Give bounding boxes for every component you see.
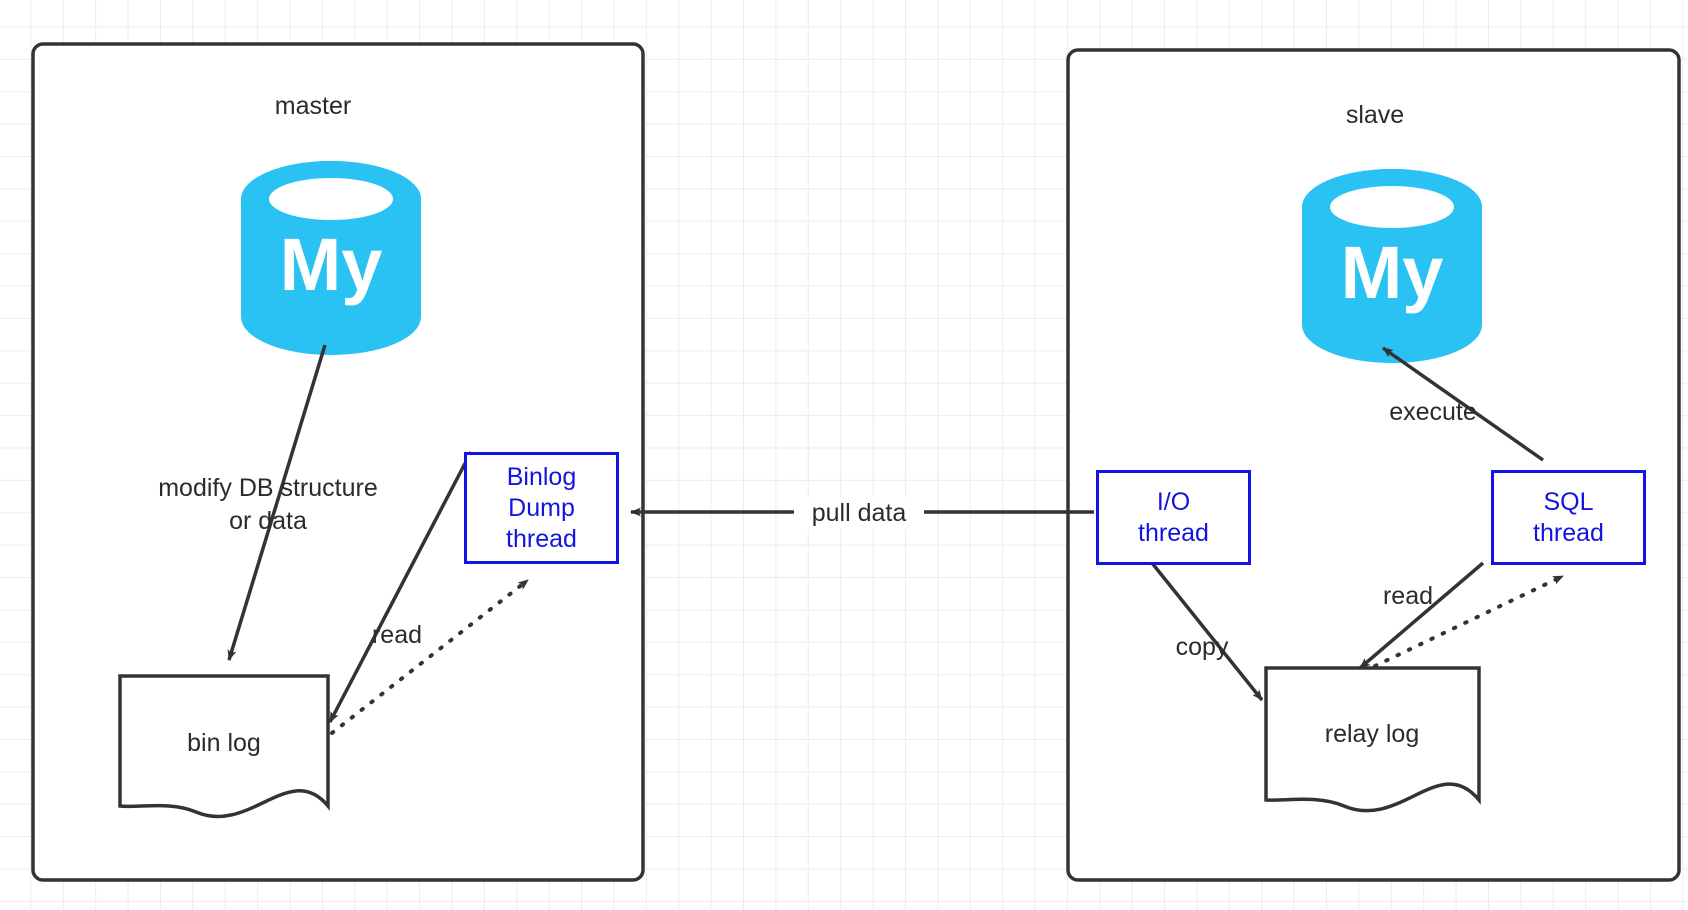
edge-label-modify-line1: modify DB structure	[158, 474, 378, 502]
io-thread-line2: thread	[1138, 518, 1209, 547]
io-thread-line1: I/O	[1156, 487, 1191, 516]
binlog-dump-thread-line3: thread	[506, 524, 577, 553]
sql-thread-line1: SQL	[1543, 487, 1594, 516]
svg-text:My: My	[280, 223, 383, 306]
edge-modify-db	[227, 344, 327, 661]
binlog-dump-thread-line2: Dump	[508, 493, 575, 522]
edge-label-read-master: read	[371, 621, 423, 649]
panel-master-title: master	[274, 92, 352, 120]
edge-label-execute: execute	[1389, 398, 1477, 426]
edge-slave-read	[1358, 561, 1485, 670]
edge-copy	[1150, 561, 1264, 702]
edge-label-modify-line2: or data	[229, 507, 307, 535]
sql-thread-line2: thread	[1533, 518, 1604, 547]
svg-text:My: My	[1341, 231, 1444, 314]
edge-master-read	[328, 451, 473, 723]
panel-master	[31, 42, 645, 882]
edge-slave-return	[1373, 574, 1565, 668]
io-thread-box[interactable]: I/O thread	[1096, 470, 1251, 565]
edge-label-read-slave: read	[1382, 582, 1434, 610]
panel-slave	[1066, 48, 1681, 882]
edge-master-return	[330, 578, 530, 735]
mysql-cylinder-master-icon: My	[241, 161, 421, 355]
bin-log-label: bin log	[187, 729, 261, 757]
relay-log-label: relay log	[1324, 720, 1420, 748]
bin-log-document-shape	[118, 674, 330, 819]
edge-execute	[1381, 346, 1545, 462]
panel-slave-title: slave	[1345, 101, 1405, 129]
binlog-dump-thread-line1: Binlog	[506, 462, 577, 491]
sql-thread-box[interactable]: SQL thread	[1491, 470, 1646, 565]
relay-log-document-shape	[1264, 666, 1481, 813]
edge-label-copy: copy	[1175, 633, 1229, 661]
binlog-dump-thread-box[interactable]: Binlog Dump thread	[464, 452, 619, 564]
mysql-cylinder-slave-icon: My	[1302, 169, 1482, 363]
edge-label-pull-data: pull data	[794, 497, 924, 529]
